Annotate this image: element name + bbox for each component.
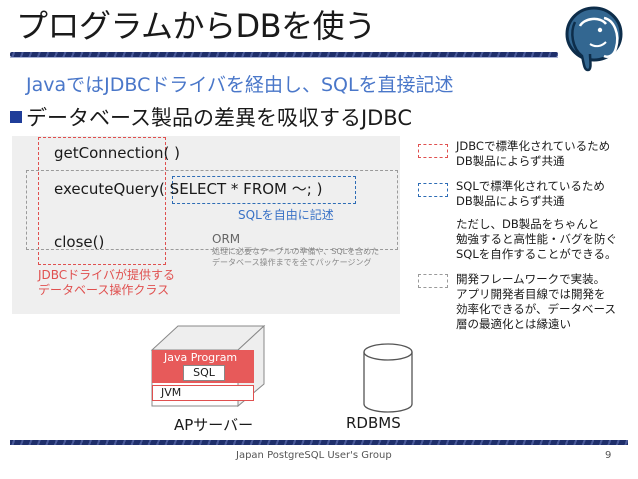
page-title: プログラムからDBを使う [16, 7, 376, 45]
jdbc-dashed-box [38, 137, 166, 265]
orm-desc-line2: データベース操作までを全てパッケージング [212, 258, 372, 267]
page-number: 9 [605, 450, 612, 461]
bullet-text: データベース製品の差異を吸収するJDBC [26, 106, 413, 130]
code-panel [12, 136, 400, 314]
bullet-heading: データベース製品の差異を吸収するJDBC [10, 104, 412, 132]
legend-blue-line2: DB製品によらず共通 [456, 194, 565, 208]
sql-free-note: SQLを自由に記述 [238, 208, 334, 222]
jvm-label: JVM [161, 386, 182, 399]
legend-blue-line4: 勉強すると高性能・バグを防ぐ [456, 232, 617, 246]
subtitle: JavaではJDBCドライバを経由し、SQLを直接記述 [26, 74, 454, 96]
legend-blue-line5: SQLを自作することができる。 [456, 247, 617, 261]
postgresql-elephant-logo [565, 6, 623, 72]
ap-server-caption: APサーバー [174, 416, 254, 434]
jdbc-driver-note-line2: データベース操作クラス [38, 283, 170, 297]
legend-gray-line3: 効率化できるが、データベース [456, 302, 616, 316]
title-rule-underline [10, 57, 558, 58]
legend-gray-line4: 層の最適化とは縁遠い [456, 317, 571, 331]
rdbms-caption: RDBMS [346, 414, 401, 432]
sql-dashed-box [172, 176, 356, 204]
orm-dashed-box [26, 170, 398, 250]
title-rule [10, 52, 558, 57]
sql-chip: SQL [183, 365, 225, 381]
legend-red-swatch [418, 144, 448, 158]
legend-gray-line1: 開発フレームワークで実装。 [456, 272, 606, 286]
jdbc-driver-note-line1: JDBCドライバが提供する [38, 268, 175, 282]
orm-desc-line1: 処理に必要なテーブルの準備や、SQLを含めた [212, 247, 380, 256]
legend-gray-swatch [418, 274, 448, 288]
footer-org: Japan PostgreSQL User's Group [236, 450, 392, 461]
jvm-box: JVM [152, 385, 254, 401]
legend-red-line1: JDBCで標準化されているため [456, 139, 611, 153]
bullet-square-icon [10, 111, 22, 123]
footer-rule [10, 440, 628, 445]
legend-gray-line2: アプリ開発者目線では開発を [456, 287, 606, 301]
code-line-close: close() [54, 233, 105, 251]
code-line-getconnection: getConnection( ) [54, 144, 180, 162]
rdbms-database-icon [363, 343, 413, 413]
orm-title: ORM [212, 232, 241, 246]
java-program-label: Java Program [164, 351, 238, 364]
legend-blue-swatch [418, 183, 448, 197]
legend-blue-line1: SQLで標準化されているため [456, 179, 605, 193]
legend-red-line2: DB製品によらず共通 [456, 154, 565, 168]
code-line-executequery: executeQuery( SELECT * FROM ～; ) [54, 180, 323, 198]
legend-blue-line3: ただし、DB製品をちゃんと [456, 217, 600, 231]
